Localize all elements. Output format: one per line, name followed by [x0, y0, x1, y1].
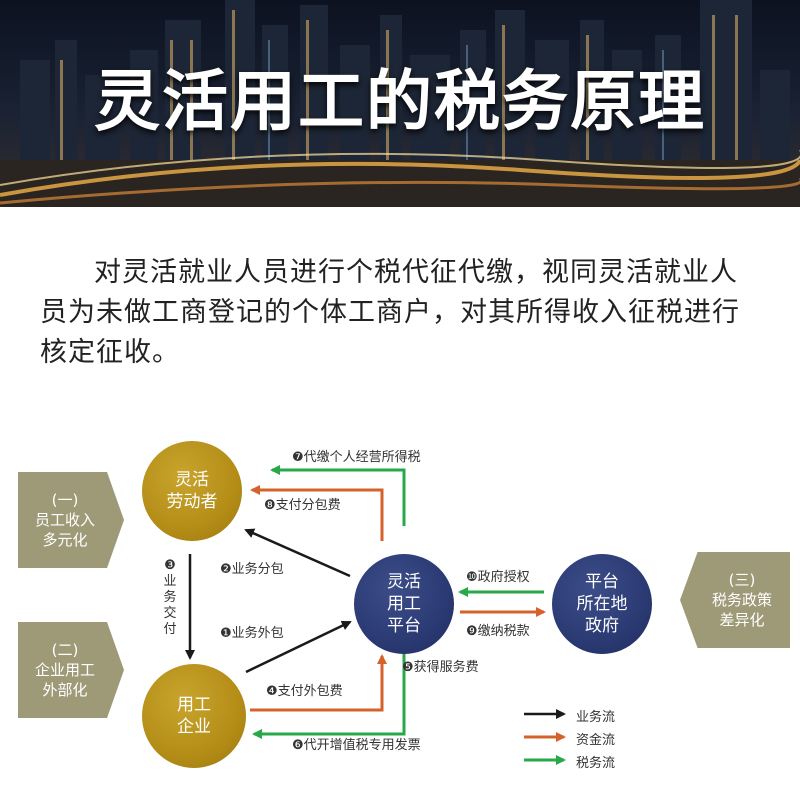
arrow-outsource-fee — [250, 654, 387, 712]
chevron-employment-label: (二) 企业用工 外部化 — [34, 641, 95, 699]
legend-label-tax: 税务流 — [576, 756, 616, 771]
city-skyline-image — [0, 0, 800, 207]
arrow-vat-invoice — [252, 652, 406, 739]
label-step-3: ❸业务交付 — [163, 558, 177, 637]
node-local-government: 平台 所在地 政府 — [552, 554, 652, 654]
node-flexible-worker: 灵活 劳动者 — [142, 441, 242, 541]
label-step-1: ❶业务外包 — [220, 626, 284, 641]
arrow-subcontract-fee — [250, 485, 384, 541]
flow-arrows — [185, 465, 566, 765]
label-step-2: ❷业务分包 — [220, 562, 284, 577]
legend-label-business: 业务流 — [576, 710, 616, 725]
label-step-5: ❺获得服务费 — [402, 660, 479, 675]
chevron-income-label: (一) 员工收入 多元化 — [34, 491, 95, 549]
node-flexible-employment-platform: 灵活 用工 平台 — [354, 554, 454, 654]
label-step-4: ❹支付外包费 — [266, 684, 343, 699]
banner: 灵活用工的税务原理 — [0, 0, 800, 207]
chevron-employment-externalization: (二) 企业用工 外部化 — [18, 622, 124, 718]
label-step-8: ❽支付分包费 — [264, 498, 341, 513]
label-step-6: ❻代开增值税专用发票 — [292, 738, 421, 753]
label-step-7: ❼代缴个人经营所得税 — [292, 450, 421, 465]
tax-flow-diagram: (一) 员工收入 多元化 (二) 企业用工 外部化 (三) 税务政策 差异化 灵… — [10, 426, 800, 800]
arrow-business-subcontract — [244, 528, 351, 578]
label-step-9: ❾缴纳税款 — [466, 624, 530, 639]
node-employer-enterprise: 用工 企业 — [142, 664, 246, 768]
label-step-10: ❿政府授权 — [466, 570, 530, 585]
legend-label-fund: 资金流 — [576, 733, 616, 748]
banner-title: 灵活用工的税务原理 — [94, 63, 706, 140]
intro-paragraph: 对灵活就业人员进行个税代征代缴，视同灵活就业人员为未做工商登记的个体工商户，对其… — [40, 257, 740, 368]
chevron-income-diversification: (一) 员工收入 多元化 — [18, 472, 124, 568]
arrow-tax-withholding — [270, 465, 406, 526]
arrow-business-outsource — [245, 620, 352, 674]
chevron-tax-policy-label: (三) 税务政策 差异化 — [711, 571, 772, 629]
chevron-tax-policy-difference: (三) 税务政策 差异化 — [680, 552, 790, 648]
